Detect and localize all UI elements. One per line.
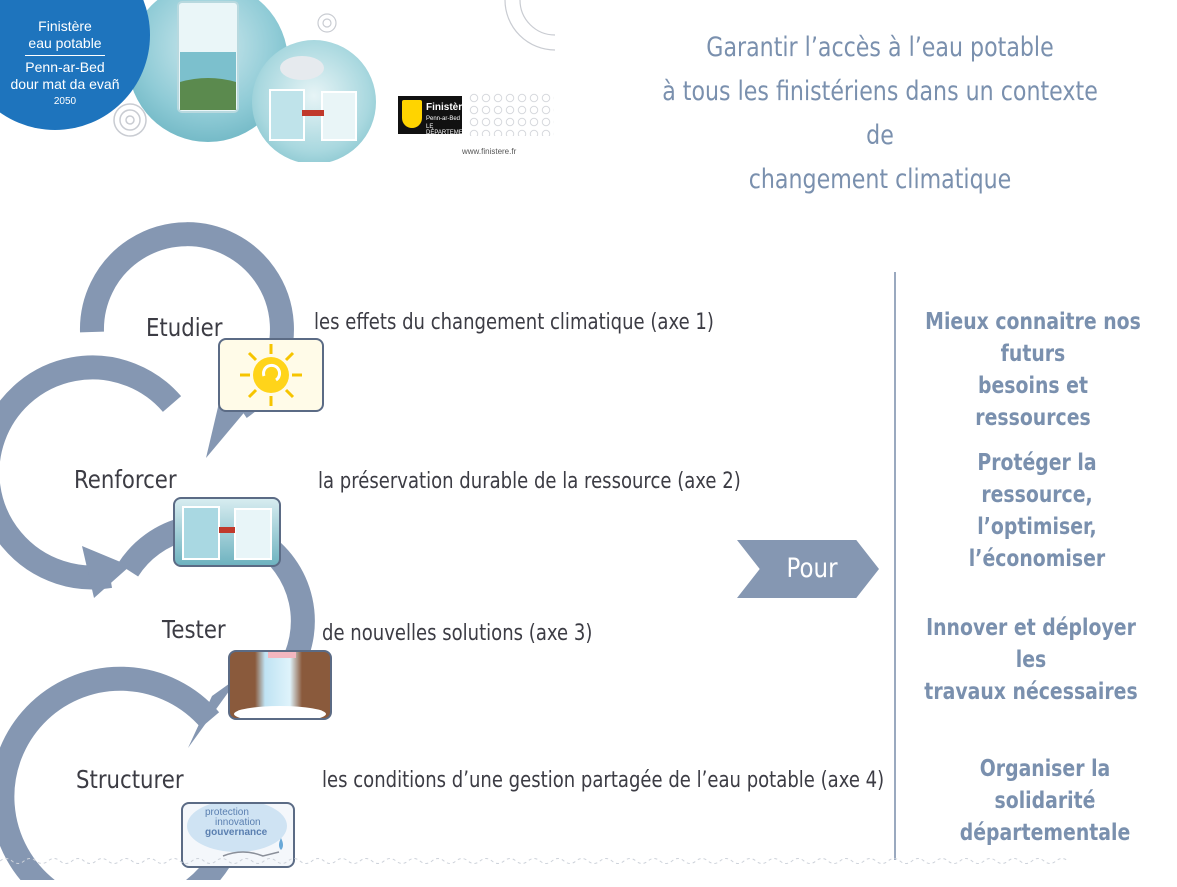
- goal-3-line1: Innover et déployer les: [926, 615, 1136, 673]
- header-banner: Finistère eau potable Penn-ar-Bed dour m…: [0, 0, 560, 162]
- finistere-logo: Finistère Penn-ar-Bed LE DÉPARTEMENT: [398, 96, 471, 136]
- goal-1-line1: Mieux connaitre nos futurs: [925, 309, 1141, 367]
- dot-pattern: [468, 92, 554, 136]
- project-badge: Finistère eau potable Penn-ar-Bed dour m…: [0, 0, 150, 130]
- water-glasses-icon: [182, 506, 272, 560]
- pour-label: Pour: [786, 553, 838, 584]
- badge-line3: Penn-ar-Bed: [25, 59, 105, 75]
- title-line2: à tous les finistériens dans un contexte…: [662, 76, 1098, 151]
- arc-structurer: [0, 666, 231, 880]
- goal-1-line2: besoins et ressources: [975, 373, 1091, 431]
- page-title: Garantir l’accès à l’eau potable à tous …: [650, 26, 1109, 202]
- waterfall-thumbnail: [228, 650, 332, 720]
- badge-line4: dour mat da evañ: [10, 76, 120, 92]
- goal-3-line2: travaux nécessaires: [924, 679, 1138, 705]
- title-line3: changement climatique: [748, 164, 1012, 195]
- thumb-word-innovation: innovation: [215, 817, 261, 828]
- goal-2-line1: Protéger la ressource,: [977, 450, 1097, 508]
- badge-divider: [25, 55, 105, 56]
- footer-wave-line: [0, 858, 1069, 864]
- glass-icon: [177, 1, 239, 113]
- arrow-head-3: [188, 676, 240, 748]
- title-line1: Garantir l’accès à l’eau potable: [706, 32, 1054, 63]
- step-desc-axe2: la préservation durable de la ressource …: [318, 469, 741, 494]
- goal-4-line1: Organiser la solidarité: [979, 756, 1111, 814]
- cloud-glasses-icon: [269, 56, 357, 141]
- glasses-thumbnail: [173, 497, 281, 567]
- step-verb-structurer: Structurer: [76, 765, 184, 794]
- step-desc-axe1: les effets du changement climatique (axe…: [314, 310, 714, 335]
- step-verb-renforcer: Renforcer: [74, 465, 177, 494]
- arc-decoration: [504, 0, 556, 51]
- goal-1: Mieux connaitre nos futurs besoins et re…: [918, 306, 1148, 434]
- column-divider: [894, 272, 896, 860]
- spiral-icon: [113, 103, 147, 137]
- governance-thumbnail: protection innovation gouvernance: [181, 802, 295, 868]
- two-glasses-photo: [252, 40, 376, 162]
- logo-tag: LE DÉPARTEMENT: [426, 124, 471, 136]
- thumb-word-protection: protection: [205, 807, 249, 818]
- goal-4-line2: départementale: [959, 820, 1131, 846]
- arc-renforcer: [0, 355, 182, 590]
- step-verb-tester: Tester: [162, 615, 226, 644]
- website-url: www.finistere.fr: [462, 147, 517, 156]
- goal-2: Protéger la ressource, l’optimiser, l’éc…: [922, 447, 1152, 575]
- goal-4: Organiser la solidarité départementale: [930, 753, 1160, 849]
- waterfall-icon: [234, 652, 326, 718]
- goal-3: Innover et déployer les travaux nécessai…: [916, 612, 1146, 708]
- arrow-head-2: [82, 546, 130, 598]
- goal-2-line2: l’optimiser, l’économiser: [968, 514, 1106, 572]
- thumb-word-gouvernance: gouvernance: [205, 827, 268, 838]
- logo-name: Finistère: [426, 102, 468, 113]
- step-desc-axe3: de nouvelles solutions (axe 3): [322, 621, 593, 646]
- pour-arrow-shape: [737, 540, 879, 598]
- badge-line2: eau potable: [28, 35, 102, 51]
- spiral-icon-small: [317, 13, 337, 33]
- sun-thumbnail: [218, 338, 324, 412]
- hand-water-icon: [187, 804, 287, 857]
- badge-year: 2050: [53, 96, 77, 107]
- step-verb-etudier: Etudier: [146, 313, 223, 342]
- coat-of-arms-icon: [402, 100, 422, 128]
- sun-icon: [240, 344, 302, 406]
- step-desc-axe4: les conditions d’une gestion partagée de…: [322, 768, 885, 793]
- badge-line1: Finistère: [38, 18, 92, 34]
- logo-sub: Penn-ar-Bed: [426, 116, 461, 122]
